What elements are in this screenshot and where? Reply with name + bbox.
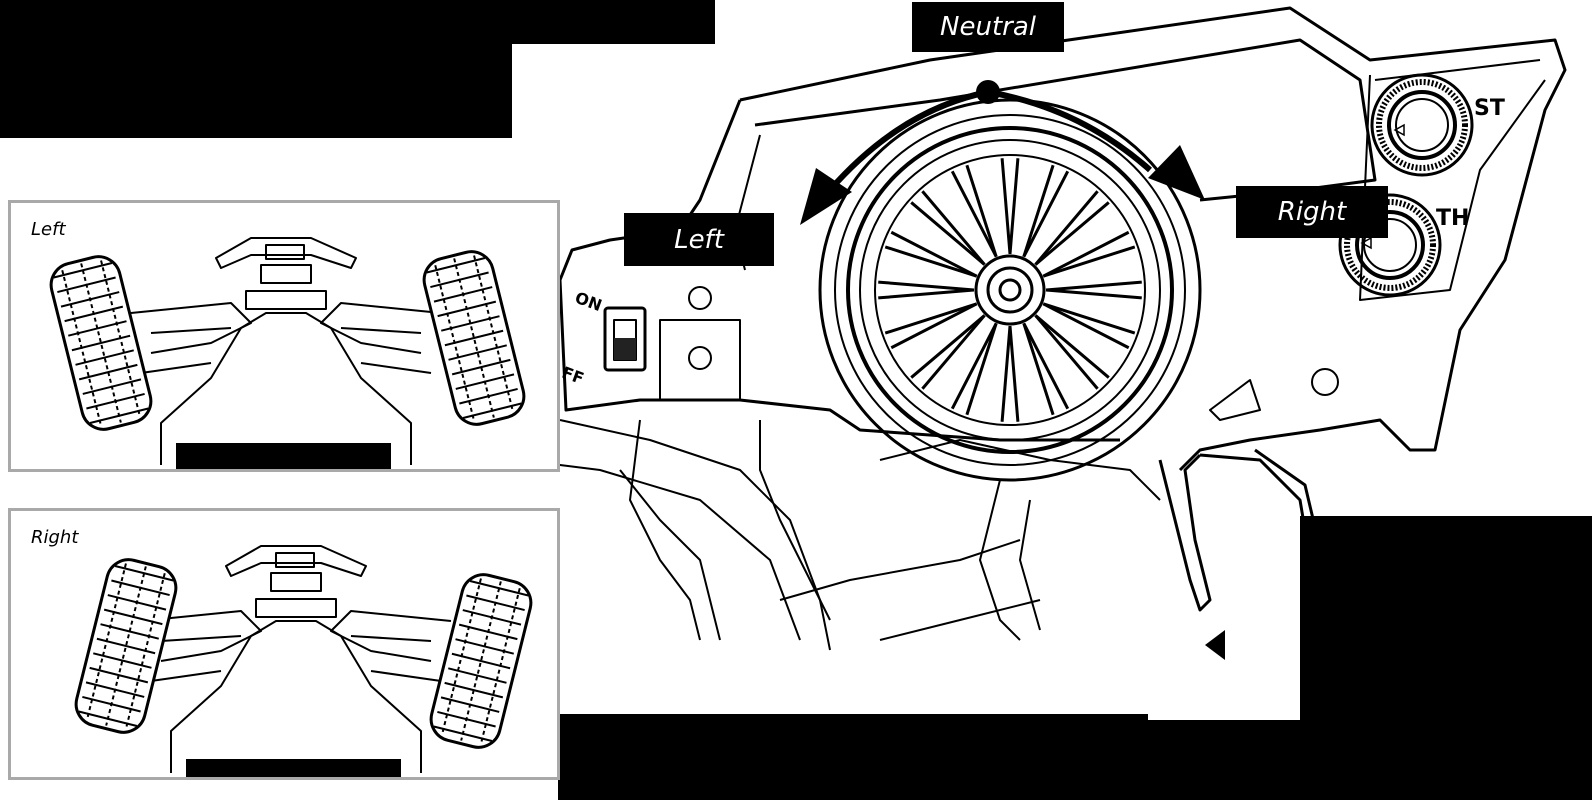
redaction-top-left-wide — [0, 0, 715, 44]
wheel-spoke — [950, 170, 998, 258]
wheel-spoke — [1034, 314, 1099, 390]
wheel-spoke — [1045, 280, 1142, 292]
wheel-spoke — [965, 322, 998, 416]
wheel-spoke — [1045, 288, 1142, 300]
wheel-spoke — [1042, 302, 1130, 350]
trim-th-label: TH — [1436, 206, 1470, 231]
wheel-spoke — [1008, 158, 1020, 255]
wheel-spoke — [1042, 302, 1136, 335]
wheel-spoke — [1022, 170, 1070, 258]
wheel-spoke — [910, 314, 986, 379]
redaction-right-block — [1300, 516, 1418, 686]
left-label: Left — [624, 213, 774, 266]
wheel-spoke — [878, 288, 975, 300]
wheel-spoke — [1022, 322, 1070, 410]
redaction-bottom-center — [558, 714, 1148, 800]
redaction-top-left-tall — [0, 40, 512, 138]
right-label: Right — [1236, 186, 1388, 238]
tire-icon — [422, 250, 526, 426]
trim-dial-st — [1370, 73, 1474, 177]
wheel-spoke — [1034, 201, 1110, 266]
panel-right: Right — [8, 508, 560, 780]
wheel-spoke — [1022, 322, 1055, 416]
panel-right-title: Right — [31, 527, 79, 548]
redaction-bottom-right-lower — [1140, 720, 1310, 800]
car-front-left-turn — [49, 237, 526, 469]
wheel-spoke — [878, 280, 975, 292]
wheel-spoke — [1034, 314, 1110, 379]
curved-arrow-icon — [800, 80, 1205, 225]
tire-icon — [74, 558, 178, 734]
wheel-spoke — [1042, 245, 1136, 278]
wheel-spoke — [1008, 325, 1020, 422]
panel-left-title: Left — [31, 219, 66, 240]
tire-icon — [49, 255, 153, 431]
wheel-spoke — [1042, 230, 1130, 278]
wheel-spoke — [884, 302, 978, 335]
wheel-spoke — [950, 322, 998, 410]
trim-st-label: ST — [1474, 96, 1505, 121]
trim-dial-th — [1338, 193, 1442, 297]
steering-wheel-icon — [818, 98, 1202, 482]
neutral-label: Neutral — [912, 2, 1064, 52]
wheel-spoke — [890, 302, 978, 350]
car-front-right-turn — [74, 545, 533, 777]
wheel-spoke — [884, 245, 978, 278]
wheel-spoke — [1022, 164, 1055, 258]
tire-icon — [429, 573, 533, 749]
wheel-spoke — [921, 314, 986, 390]
wheel-spoke — [890, 230, 978, 278]
wheel-spoke — [1034, 190, 1099, 266]
wheel-spoke — [910, 201, 986, 266]
wheel-spoke — [1000, 325, 1012, 422]
redaction-bottom-right-fill — [1300, 686, 1592, 800]
wheel-spoke — [965, 164, 998, 258]
panel-left: Left — [8, 200, 560, 472]
wheel-spoke — [921, 190, 986, 266]
wheel-spoke — [1000, 158, 1012, 255]
